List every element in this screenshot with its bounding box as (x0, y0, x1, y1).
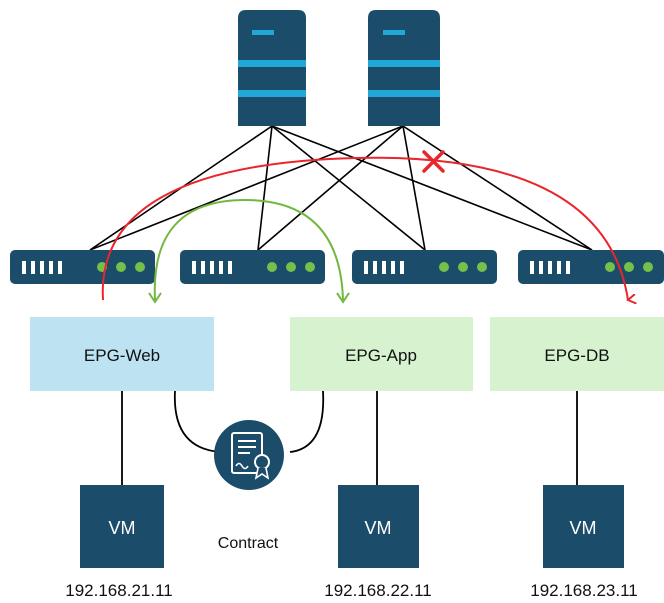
leaf-switch-4 (518, 250, 664, 284)
epg-db-label: EPG-DB (544, 346, 609, 365)
ip-app: 192.168.22.11 (324, 581, 431, 600)
leaf-switch-1 (10, 250, 155, 284)
leaf-switch-2 (180, 250, 325, 284)
epg-app-label: EPG-App (345, 346, 417, 365)
epg-db-box (490, 317, 664, 391)
vm-db-box (543, 485, 624, 568)
epg-app-box (290, 317, 473, 391)
vm-db-label: VM (570, 518, 597, 538)
contract-relation-line (174, 390, 325, 453)
allowed-flow-arrow (153, 198, 344, 301)
allowed-arrowhead-app (336, 292, 350, 304)
epg-web-box (30, 317, 214, 391)
contract-label: Contract (218, 535, 279, 552)
blocked-flow-arrow (101, 156, 628, 300)
vm-web-box (80, 485, 164, 568)
spine-switch-1 (238, 10, 306, 126)
vm-app-label: VM (365, 518, 392, 538)
ip-web: 192.168.21.11 (65, 581, 172, 600)
fabric-links (89, 125, 593, 251)
vm-app-box (338, 485, 419, 568)
spine-switch-2 (368, 10, 440, 126)
blocked-x-icon (422, 150, 445, 173)
vm-web-label: VM (109, 518, 136, 538)
allowed-arrowhead-web (148, 292, 162, 304)
epg-web-label: EPG-Web (84, 346, 160, 365)
leaf-switch-3 (352, 250, 497, 284)
ip-db: 192.168.23.11 (530, 581, 637, 600)
epg-vm-links (121, 391, 578, 485)
contract-document-icon (214, 420, 284, 490)
